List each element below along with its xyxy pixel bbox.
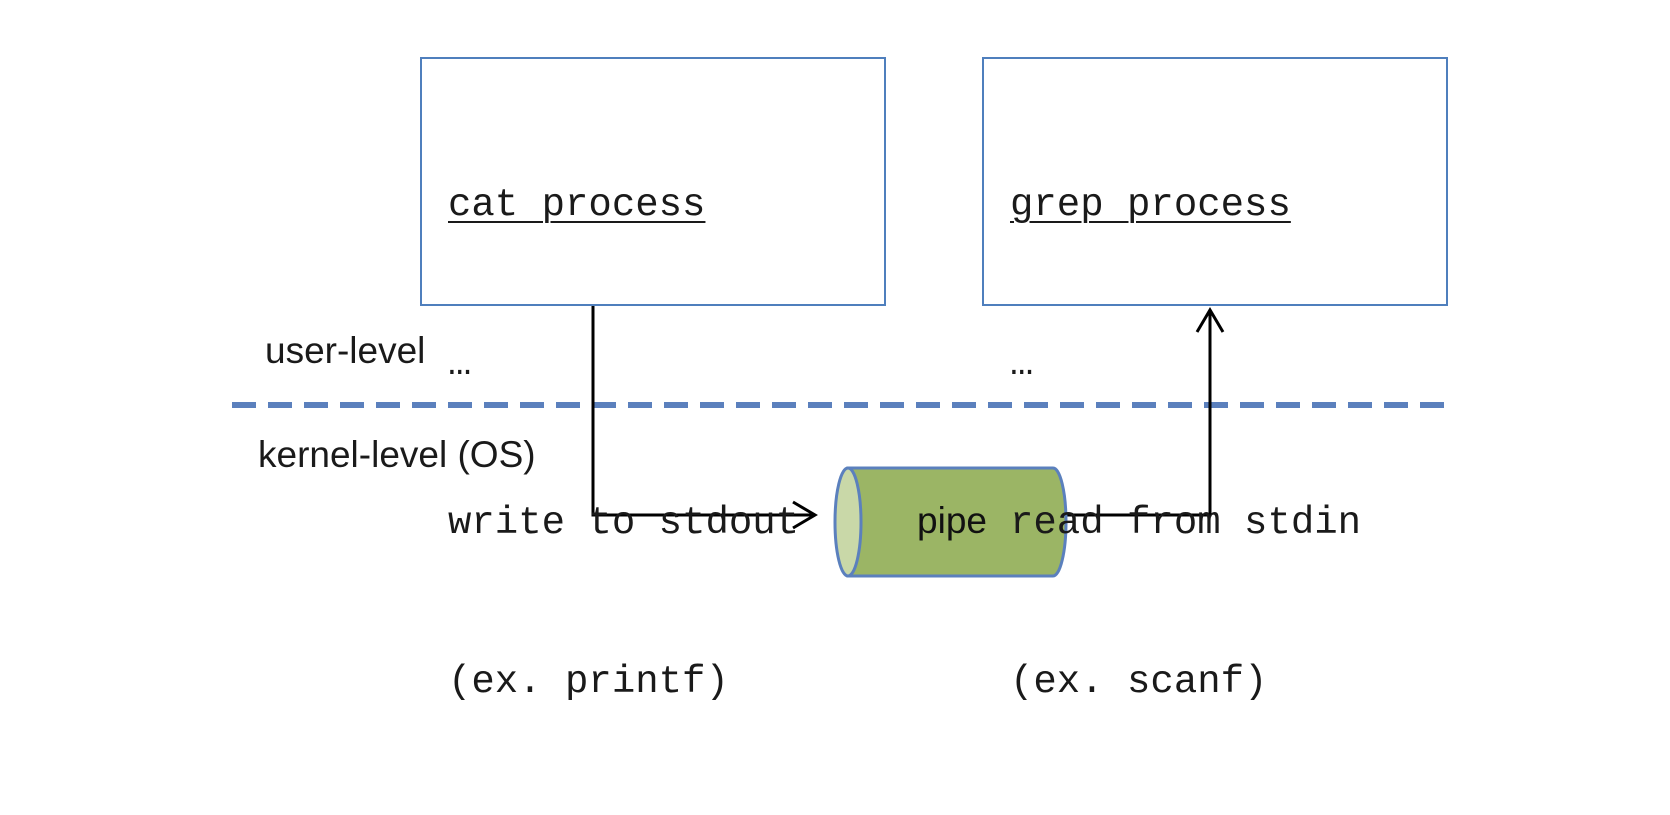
read-arrow-line xyxy=(1065,310,1212,517)
user-level-label: user-level xyxy=(265,330,426,371)
pipe-label: pipe xyxy=(917,500,987,541)
grep-process-box: grep process … read from stdin (ex. scan… xyxy=(982,57,1448,704)
cat-process-example: (ex. printf) xyxy=(448,660,729,704)
grep-process-action: read from stdin xyxy=(1010,501,1362,545)
pipe-cap xyxy=(833,466,863,578)
cat-process-ellipsis: … xyxy=(448,342,472,386)
grep-process-example: (ex. scanf) xyxy=(1010,660,1268,704)
read-arrowhead xyxy=(1195,307,1225,333)
grep-process-title: grep process xyxy=(1010,183,1291,227)
diagram-graphics xyxy=(232,299,1448,578)
pipe-body xyxy=(846,466,1068,578)
cat-process-title: cat process xyxy=(448,183,706,227)
kernel-level-label: kernel-level (OS) xyxy=(258,434,536,475)
grep-process-ellipsis: … xyxy=(1010,342,1034,386)
cat-process-action: write to stdout xyxy=(448,501,800,545)
pipe-diagram: cat process … write to stdout (ex. print… xyxy=(232,57,1448,704)
write-arrowhead xyxy=(792,500,818,530)
cat-process-box: cat process … write to stdout (ex. print… xyxy=(420,57,886,704)
pipe-cylinder xyxy=(833,466,1068,578)
write-arrow-line xyxy=(591,299,815,517)
